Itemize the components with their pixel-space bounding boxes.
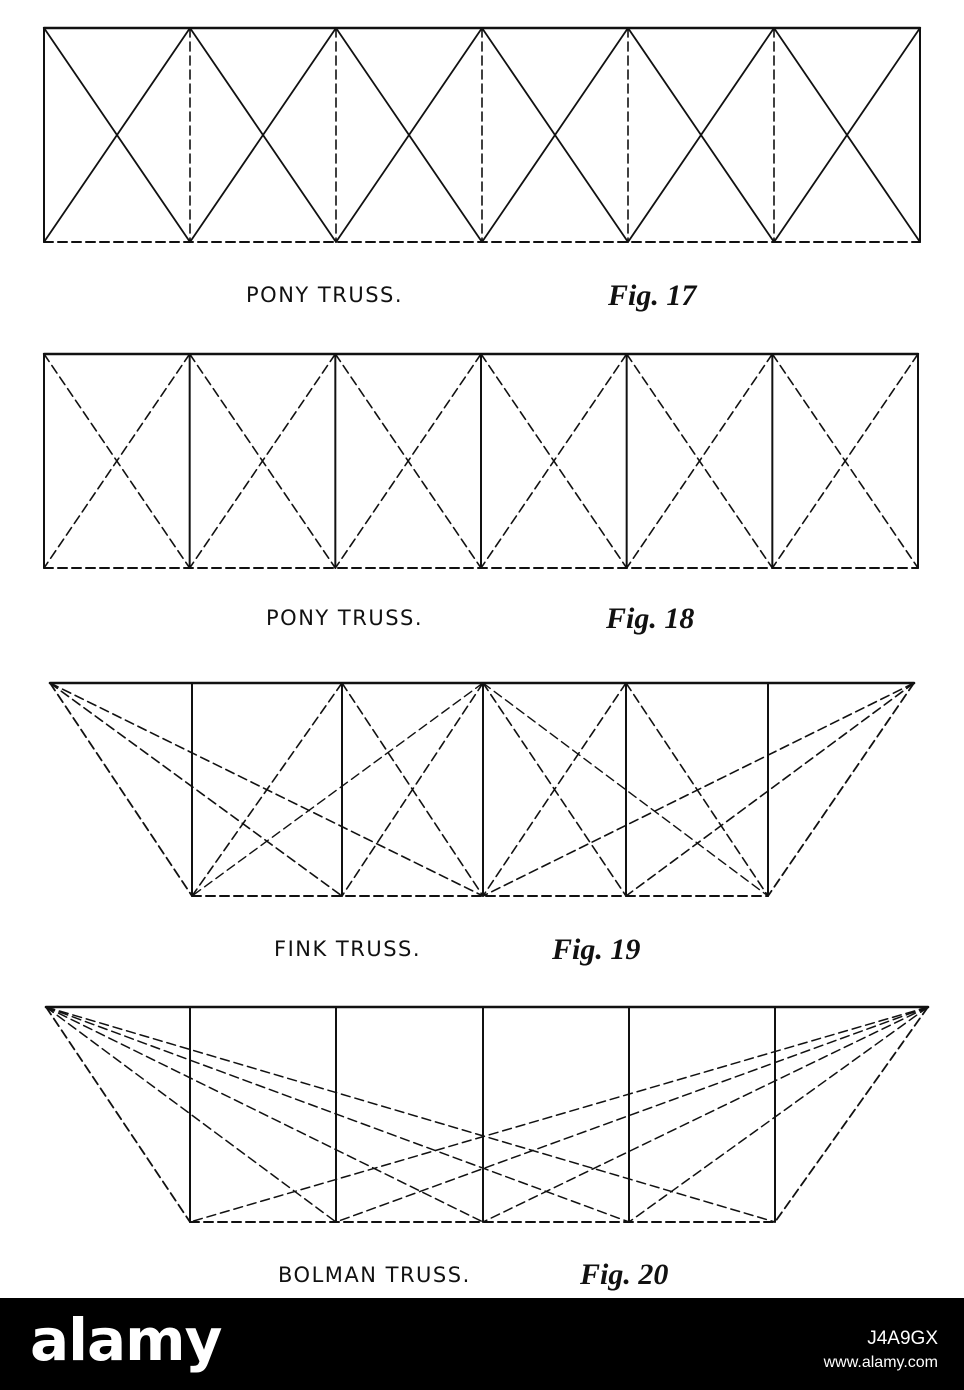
image-code: J4A9GX: [867, 1328, 938, 1349]
fig-19-caption: FINK TRUSS.: [274, 937, 421, 961]
diagonal-member: [627, 27, 775, 243]
fig-18-label: Fig. 18: [605, 602, 694, 635]
fig-20-label: Fig. 20: [579, 1258, 668, 1291]
bolman-rod: [45, 1006, 776, 1223]
fink-sub-rod: [482, 682, 627, 897]
bolman-rod: [482, 1006, 929, 1223]
fig-19-fink-truss-drawing: [48, 681, 916, 897]
diagonal-member: [188, 353, 337, 569]
fig-19-label: Fig. 19: [551, 933, 640, 966]
fig-20-caption: BOLMAN TRUSS.: [278, 1263, 471, 1287]
diagonal-member: [43, 353, 191, 569]
fink-main-rod: [482, 682, 915, 897]
end-strut: [774, 1006, 929, 1223]
fig-17-label: Fig. 17: [607, 279, 697, 312]
truss-diagram-sheet: PONY TRUSS. Fig. 17 PONY TRUSS. Fig. 18 …: [42, 26, 930, 1291]
fink-sub-rod: [191, 682, 484, 897]
fig-17-caption: PONY TRUSS.: [246, 283, 403, 307]
diagonal-member: [480, 353, 628, 569]
end-strut: [767, 682, 915, 897]
stock-footer-bar: alamy J4A9GX www.alamy.com: [0, 1298, 964, 1390]
fink-sub-rod: [482, 682, 769, 897]
bolman-rod: [45, 1006, 484, 1223]
end-strut: [49, 682, 193, 897]
fink-sub-rod: [191, 682, 343, 897]
bolman-rod: [628, 1006, 929, 1223]
fink-sub-rod: [625, 682, 769, 897]
fig-17-pony-truss-drawing: [42, 26, 922, 243]
bolman-rod: [189, 1006, 929, 1223]
fink-rod: [49, 682, 343, 897]
diagonal-member: [481, 27, 629, 243]
bolman-rod: [335, 1006, 929, 1223]
diagonal-member: [43, 27, 191, 243]
alamy-logo: alamy: [30, 1306, 222, 1374]
bolman-rod: [45, 1006, 630, 1223]
end-strut: [45, 1006, 191, 1223]
diagonal-member: [334, 353, 482, 569]
diagonal-member: [771, 353, 919, 569]
site-url: www.alamy.com: [823, 1354, 938, 1371]
bolman-rod: [45, 1006, 337, 1223]
fink-sub-rod: [341, 682, 484, 897]
fig-20-bolman-truss-drawing: [44, 1005, 930, 1223]
fig-18-pony-truss-drawing: [42, 352, 920, 569]
diagonal-member: [773, 27, 921, 243]
diagonal-member: [335, 27, 483, 243]
diagonal-member: [625, 353, 774, 569]
fig-18-caption: PONY TRUSS.: [266, 606, 423, 630]
diagonal-member: [189, 27, 337, 243]
fink-rod: [625, 682, 915, 897]
